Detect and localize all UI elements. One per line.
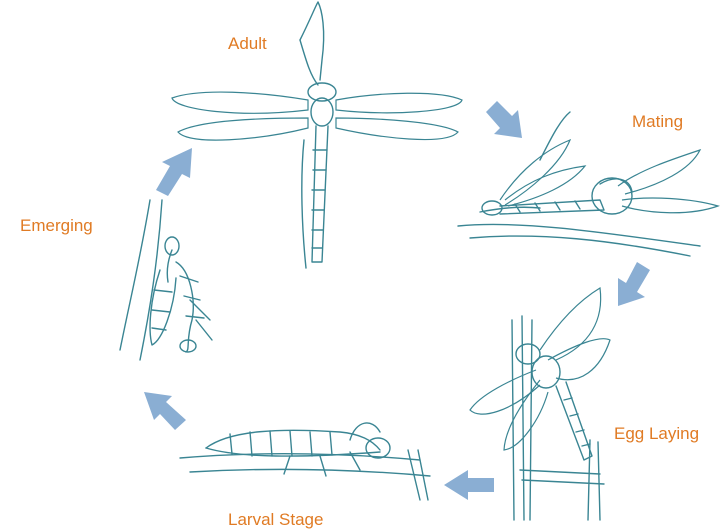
dragonfly-emerging-icon [120,200,212,360]
stage-label-larval: Larval Stage [228,510,323,530]
arrow-mating-to-egg-laying [618,262,650,306]
arrow-adult-to-mating [486,101,522,138]
dragonfly-adult-icon [172,2,462,268]
arrow-emerging-to-adult [156,148,192,196]
stage-label-egg-laying: Egg Laying [614,424,699,444]
stage-label-emerging: Emerging [20,216,93,236]
stage-label-mating: Mating [632,112,683,132]
dragonfly-larva-icon [180,423,430,500]
arrow-larval-to-emerging [144,392,186,430]
arrow-egg-laying-to-larval [444,470,494,500]
stage-label-adult: Adult [228,34,267,54]
